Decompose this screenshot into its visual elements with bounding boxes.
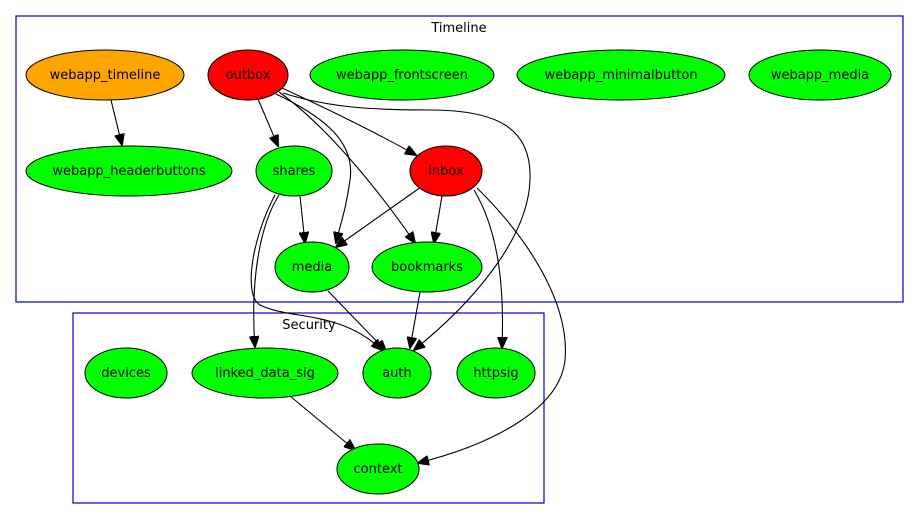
cluster-security: Security — [72, 312, 545, 504]
node-auth[interactable]: auth — [362, 347, 432, 399]
node-shares[interactable]: shares — [255, 145, 333, 197]
node-webapp-minimalbutton-shape — [516, 49, 726, 101]
node-outbox[interactable]: outbox — [207, 49, 289, 101]
node-media-label: media — [292, 260, 333, 275]
node-webapp-headerbuttons[interactable]: webapp_headerbuttons — [25, 145, 233, 197]
edge-outbox-to-inbox — [281, 87, 416, 155]
edge-inbox-to-httpsig — [473, 189, 503, 348]
node-webapp-minimalbutton-label: webapp_minimalbutton — [544, 68, 697, 83]
node-webapp-frontscreen-shape — [309, 49, 495, 101]
node-inbox-shape — [409, 145, 483, 197]
node-devices-shape — [84, 347, 168, 399]
node-httpsig-label: httpsig — [473, 366, 518, 381]
cluster-timeline: Timeline — [15, 15, 904, 303]
node-webapp-headerbuttons-label: webapp_headerbuttons — [52, 164, 206, 179]
node-shares-shape — [255, 145, 333, 197]
node-bookmarks[interactable]: bookmarks — [371, 241, 483, 293]
node-bookmarks-label: bookmarks — [391, 260, 463, 275]
edge-inbox-to-context — [418, 187, 566, 463]
cluster-security-label: Security — [282, 318, 336, 333]
cluster-security-frame — [72, 312, 545, 504]
node-inbox[interactable]: inbox — [409, 145, 483, 197]
edge-shares-to-linked-data-sig — [254, 194, 280, 347]
edge-outbox-to-bookmarks — [278, 91, 415, 243]
node-webapp-timeline-shape — [25, 49, 185, 101]
node-webapp-frontscreen[interactable]: webapp_frontscreen — [309, 49, 495, 101]
node-context-shape — [336, 443, 420, 495]
cluster-timeline-label: Timeline — [430, 21, 486, 36]
node-context[interactable]: context — [336, 443, 420, 495]
node-webapp-media-label: webapp_media — [771, 68, 869, 83]
node-linked-data-sig[interactable]: linked_data_sig — [191, 347, 339, 399]
node-auth-label: auth — [382, 366, 412, 381]
node-httpsig[interactable]: httpsig — [456, 347, 536, 399]
node-linked-data-sig-label: linked_data_sig — [215, 366, 315, 381]
node-shares-label: shares — [273, 164, 316, 179]
node-media-shape — [274, 241, 350, 293]
node-webapp-headerbuttons-shape — [25, 145, 233, 197]
node-outbox-shape — [207, 49, 289, 101]
edge-outbox-to-auth — [282, 92, 531, 350]
node-bookmarks-shape — [371, 241, 483, 293]
node-devices[interactable]: devices — [84, 347, 168, 399]
edge-inbox-to-bookmarks — [434, 195, 443, 243]
edge-linked-data-sig-to-context — [289, 395, 355, 450]
node-webapp-timeline[interactable]: webapp_timeline — [25, 49, 185, 101]
edge-outbox-to-media — [275, 93, 352, 243]
edge-inbox-to-media — [336, 186, 422, 247]
node-devices-label: devices — [101, 366, 151, 381]
node-webapp-minimalbutton[interactable]: webapp_minimalbutton — [516, 49, 726, 101]
node-outbox-label: outbox — [226, 68, 271, 83]
edge-bookmarks-to-auth — [410, 291, 421, 348]
edge-media-to-auth — [327, 290, 386, 351]
node-context-label: context — [354, 462, 403, 477]
node-webapp-timeline-label: webapp_timeline — [50, 68, 161, 83]
node-media[interactable]: media — [274, 241, 350, 293]
node-webapp-media[interactable]: webapp_media — [748, 49, 892, 101]
edges — [110, 87, 566, 463]
node-webapp-frontscreen-label: webapp_frontscreen — [336, 68, 468, 83]
edge-outbox-to-shares — [257, 98, 278, 146]
node-webapp-media-shape — [748, 49, 892, 101]
edge-webapp-timeline-to-webapp-headerbuttons — [110, 99, 122, 145]
cluster-timeline-frame — [15, 15, 904, 303]
edge-shares-to-media — [300, 195, 305, 243]
node-httpsig-shape — [456, 347, 536, 399]
node-inbox-label: inbox — [428, 164, 464, 179]
node-auth-shape — [362, 347, 432, 399]
edge-shares-to-auth — [250, 194, 382, 350]
node-linked-data-sig-shape — [191, 347, 339, 399]
